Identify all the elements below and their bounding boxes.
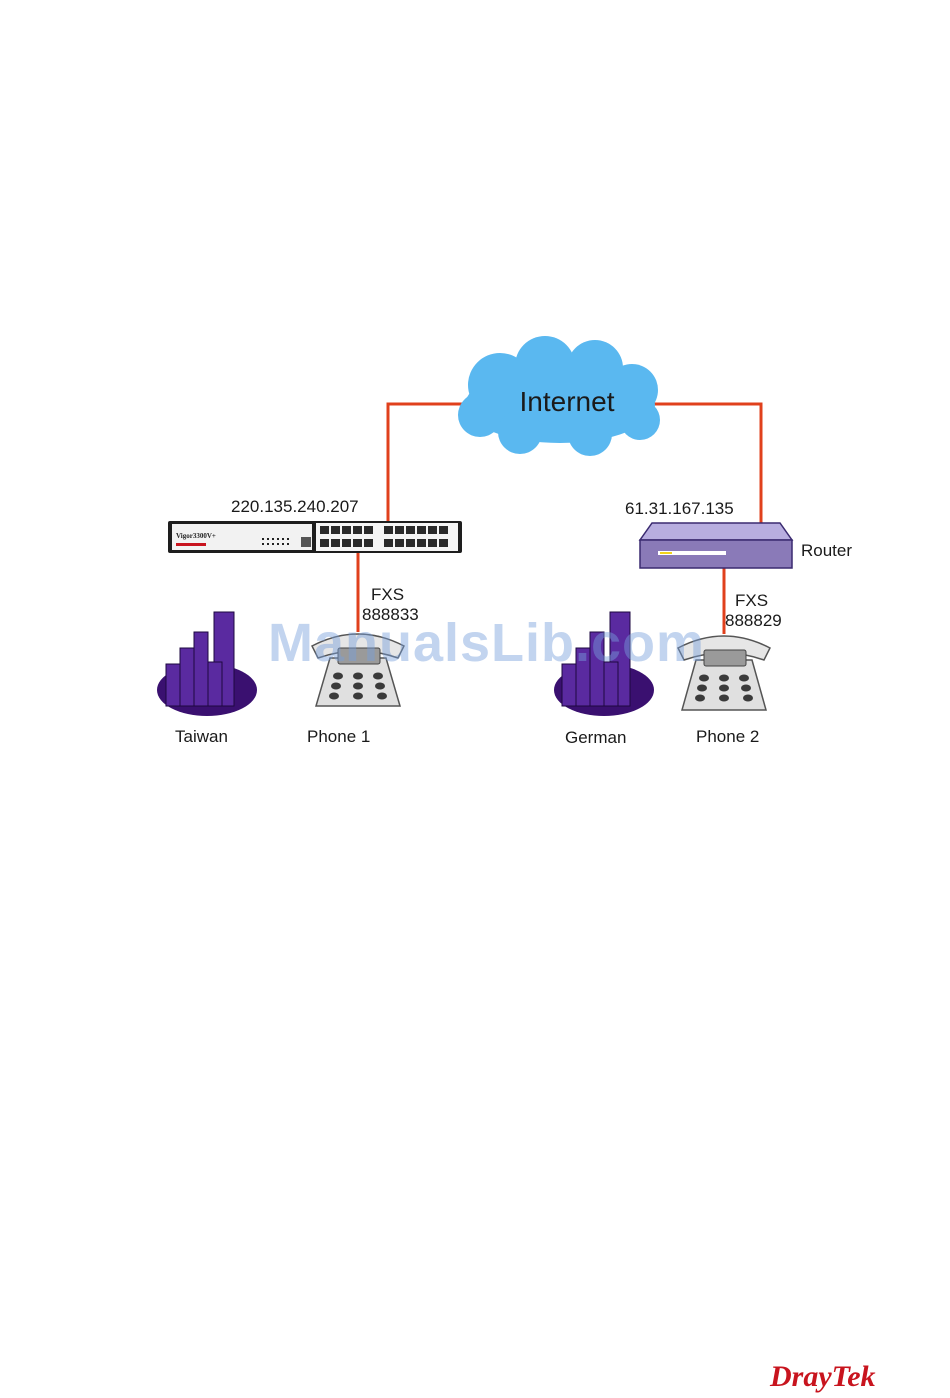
building-icon-taiwan xyxy=(157,612,257,716)
router-label: Router xyxy=(801,541,852,560)
right-ip-label: 61.31.167.135 xyxy=(625,499,734,518)
left-fxs-label: FXS xyxy=(371,585,404,604)
right-fxs-label: FXS xyxy=(735,591,768,610)
watermark-text: ManualsLib.com xyxy=(268,612,705,674)
left-ip-label: 220.135.240.207 xyxy=(231,497,359,516)
voip-gateway-device: Vigor3300V+ xyxy=(168,521,462,553)
german-label: German xyxy=(565,728,626,747)
right-phone-number: 888829 xyxy=(725,611,782,630)
router-device xyxy=(640,523,792,568)
phone-2-label: Phone 2 xyxy=(696,727,759,746)
draytek-logo: DrayTek xyxy=(770,1360,876,1394)
device-brand-text: Vigor3300V+ xyxy=(176,532,216,540)
taiwan-label: Taiwan xyxy=(175,727,228,746)
internet-label: Internet xyxy=(520,386,615,417)
internet-cloud: Internet xyxy=(458,336,660,456)
phone-1-label: Phone 1 xyxy=(307,727,370,746)
